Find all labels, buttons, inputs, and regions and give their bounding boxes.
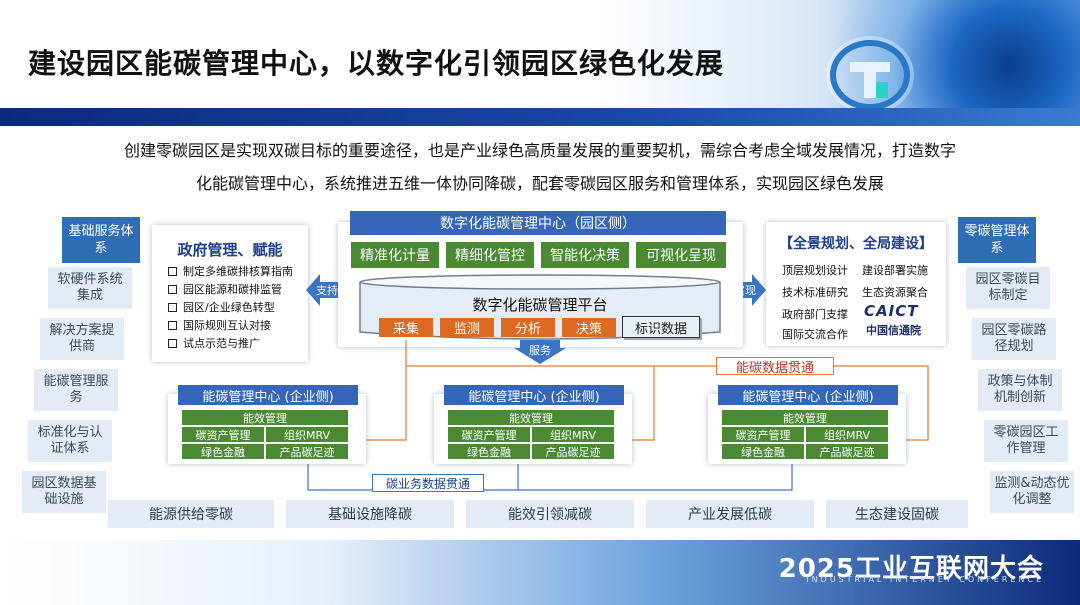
planning-item: 生态资源聚合: [862, 286, 928, 299]
government-list: 制定多维碳排核算指南 园区能源和碳排监管 园区/企业绿色转型 国际规则互认对接 …: [168, 262, 308, 352]
intro-line-2: 化能碳管理中心，系统推进五维一体协同降碳，配套零碳园区服务和管理体系，实现园区绿…: [195, 174, 884, 193]
planning-item: 建设部署实施: [862, 264, 928, 277]
footer-band: [0, 540, 1080, 605]
service-label: 服务: [529, 344, 551, 357]
right-item: 园区零碳目标制定: [966, 267, 1050, 309]
checkbox-icon: [168, 302, 177, 312]
carbon-link-label: 碳业务数据贯通: [372, 474, 484, 492]
conference-name: 2025工业互联网大会: [778, 554, 1044, 584]
feature-box: 可视化呈现: [636, 242, 726, 268]
enterprise-cell: 绿色金融: [182, 444, 264, 459]
right-item: 政策与体制机制创新: [978, 369, 1062, 411]
platform-extra: 标识数据: [622, 316, 700, 338]
planning-title: 【全景规划、全局建设】: [779, 236, 933, 252]
enterprise-header: 能碳管理中心 (企业侧): [178, 385, 358, 405]
right-item: 监测&动态优化调整: [990, 471, 1074, 513]
right-column-title: 零碳管理体系: [958, 217, 1036, 263]
enterprise-cell: 组织MRV: [532, 427, 614, 442]
enterprise-cell: 能效管理: [722, 410, 888, 425]
conference-logo-icon: [850, 62, 890, 98]
checkbox-icon: [168, 320, 177, 330]
left-column-title: 基础服务体系: [62, 217, 140, 263]
enterprise-cell: 碳资产管理: [182, 427, 264, 442]
service-arrow-icon: [514, 340, 566, 364]
planning-item: 政府部门支撑: [782, 308, 848, 321]
feature-box: 精细化管控: [446, 242, 534, 268]
enterprise-cell: 绿色金融: [448, 444, 530, 459]
platform-item: 采集: [379, 318, 433, 337]
platform-title: 数字化能碳管理平台: [472, 296, 608, 314]
caict-logo: CAICT: [864, 302, 919, 320]
enterprise-cell: 组织MRV: [266, 427, 348, 442]
support-arrow-icon: [306, 274, 342, 306]
bottom-item: 产业发展低碳: [646, 500, 814, 528]
bottom-item: 基础设施降碳: [286, 500, 454, 528]
intro-line-1: 创建零碳园区是实现双碳目标的重要途径，也是产业绿色高质量发展的重要契机，需综合考…: [123, 141, 956, 160]
checkbox-icon: [168, 266, 177, 276]
header-band: [0, 108, 1080, 126]
platform-item: 监测: [440, 318, 494, 337]
enterprise-cell: 碳资产管理: [448, 427, 530, 442]
enterprise-cell: 产品碳足迹: [806, 444, 888, 459]
enterprise-header: 能碳管理中心 (企业侧): [444, 385, 624, 405]
right-item: 零碳园区工作管理: [984, 420, 1068, 462]
bottom-item: 生态建设固碳: [826, 500, 968, 528]
left-item: 标准化与认证体系: [28, 420, 112, 462]
planning-panel: [766, 222, 946, 346]
platform-item: 分析: [501, 318, 555, 337]
header-decoration: [760, 0, 1080, 110]
left-item: 园区数据基础设施: [22, 471, 106, 513]
caict-logo-sub: 中国信通院: [866, 324, 921, 337]
feature-box: 精准化计量: [351, 242, 439, 268]
enterprise-cell: 碳资产管理: [722, 427, 804, 442]
bottom-item: 能效引领减碳: [466, 500, 634, 528]
enterprise-cell: 绿色金融: [722, 444, 804, 459]
government-title: 政府管理、赋能: [177, 241, 283, 259]
enterprise-cell: 能效管理: [448, 410, 614, 425]
bottom-item: 能源供给零碳: [108, 500, 274, 528]
page-title: 建设园区能碳管理中心，以数字化引领园区绿色化发展: [28, 47, 725, 80]
enterprise-cell: 组织MRV: [806, 427, 888, 442]
right-item: 园区零碳路径规划: [972, 318, 1056, 360]
platform-item: 决策: [562, 318, 616, 337]
planning-item: 顶层规划设计: [782, 264, 848, 277]
government-item: 园区能源和碳排监管: [168, 280, 308, 298]
feature-box: 智能化决策: [541, 242, 629, 268]
left-item: 软硬件系统集成: [48, 267, 132, 309]
enterprise-header: 能碳管理中心 (企业侧): [718, 385, 898, 405]
government-item: 试点示范与推广: [168, 334, 308, 352]
enterprise-cell: 产品碳足迹: [266, 444, 348, 459]
checkbox-icon: [168, 338, 177, 348]
data-link-label: 能碳数据贯通: [716, 357, 834, 376]
support-label: 支持: [316, 284, 338, 297]
government-item: 制定多维碳排核算指南: [168, 262, 308, 280]
left-item: 能碳管理服务: [34, 369, 118, 411]
government-item: 园区/企业绿色转型: [168, 298, 308, 316]
government-item: 国际规则互认对接: [168, 316, 308, 334]
government-panel: [152, 225, 308, 362]
center-header: 数字化能碳管理中心（园区侧）: [350, 211, 726, 235]
enterprise-cell: 能效管理: [182, 410, 348, 425]
checkbox-icon: [168, 284, 177, 294]
planning-item: 技术标准研究: [782, 286, 848, 299]
conference-subtitle: INDUSTRIAL INTERNET CONFERENCE: [806, 575, 1044, 584]
planning-item: 国际交流合作: [782, 328, 848, 341]
conference-logo-ring: [830, 40, 910, 110]
enterprise-cell: 产品碳足迹: [532, 444, 614, 459]
left-item: 解决方案提供商: [40, 318, 124, 360]
